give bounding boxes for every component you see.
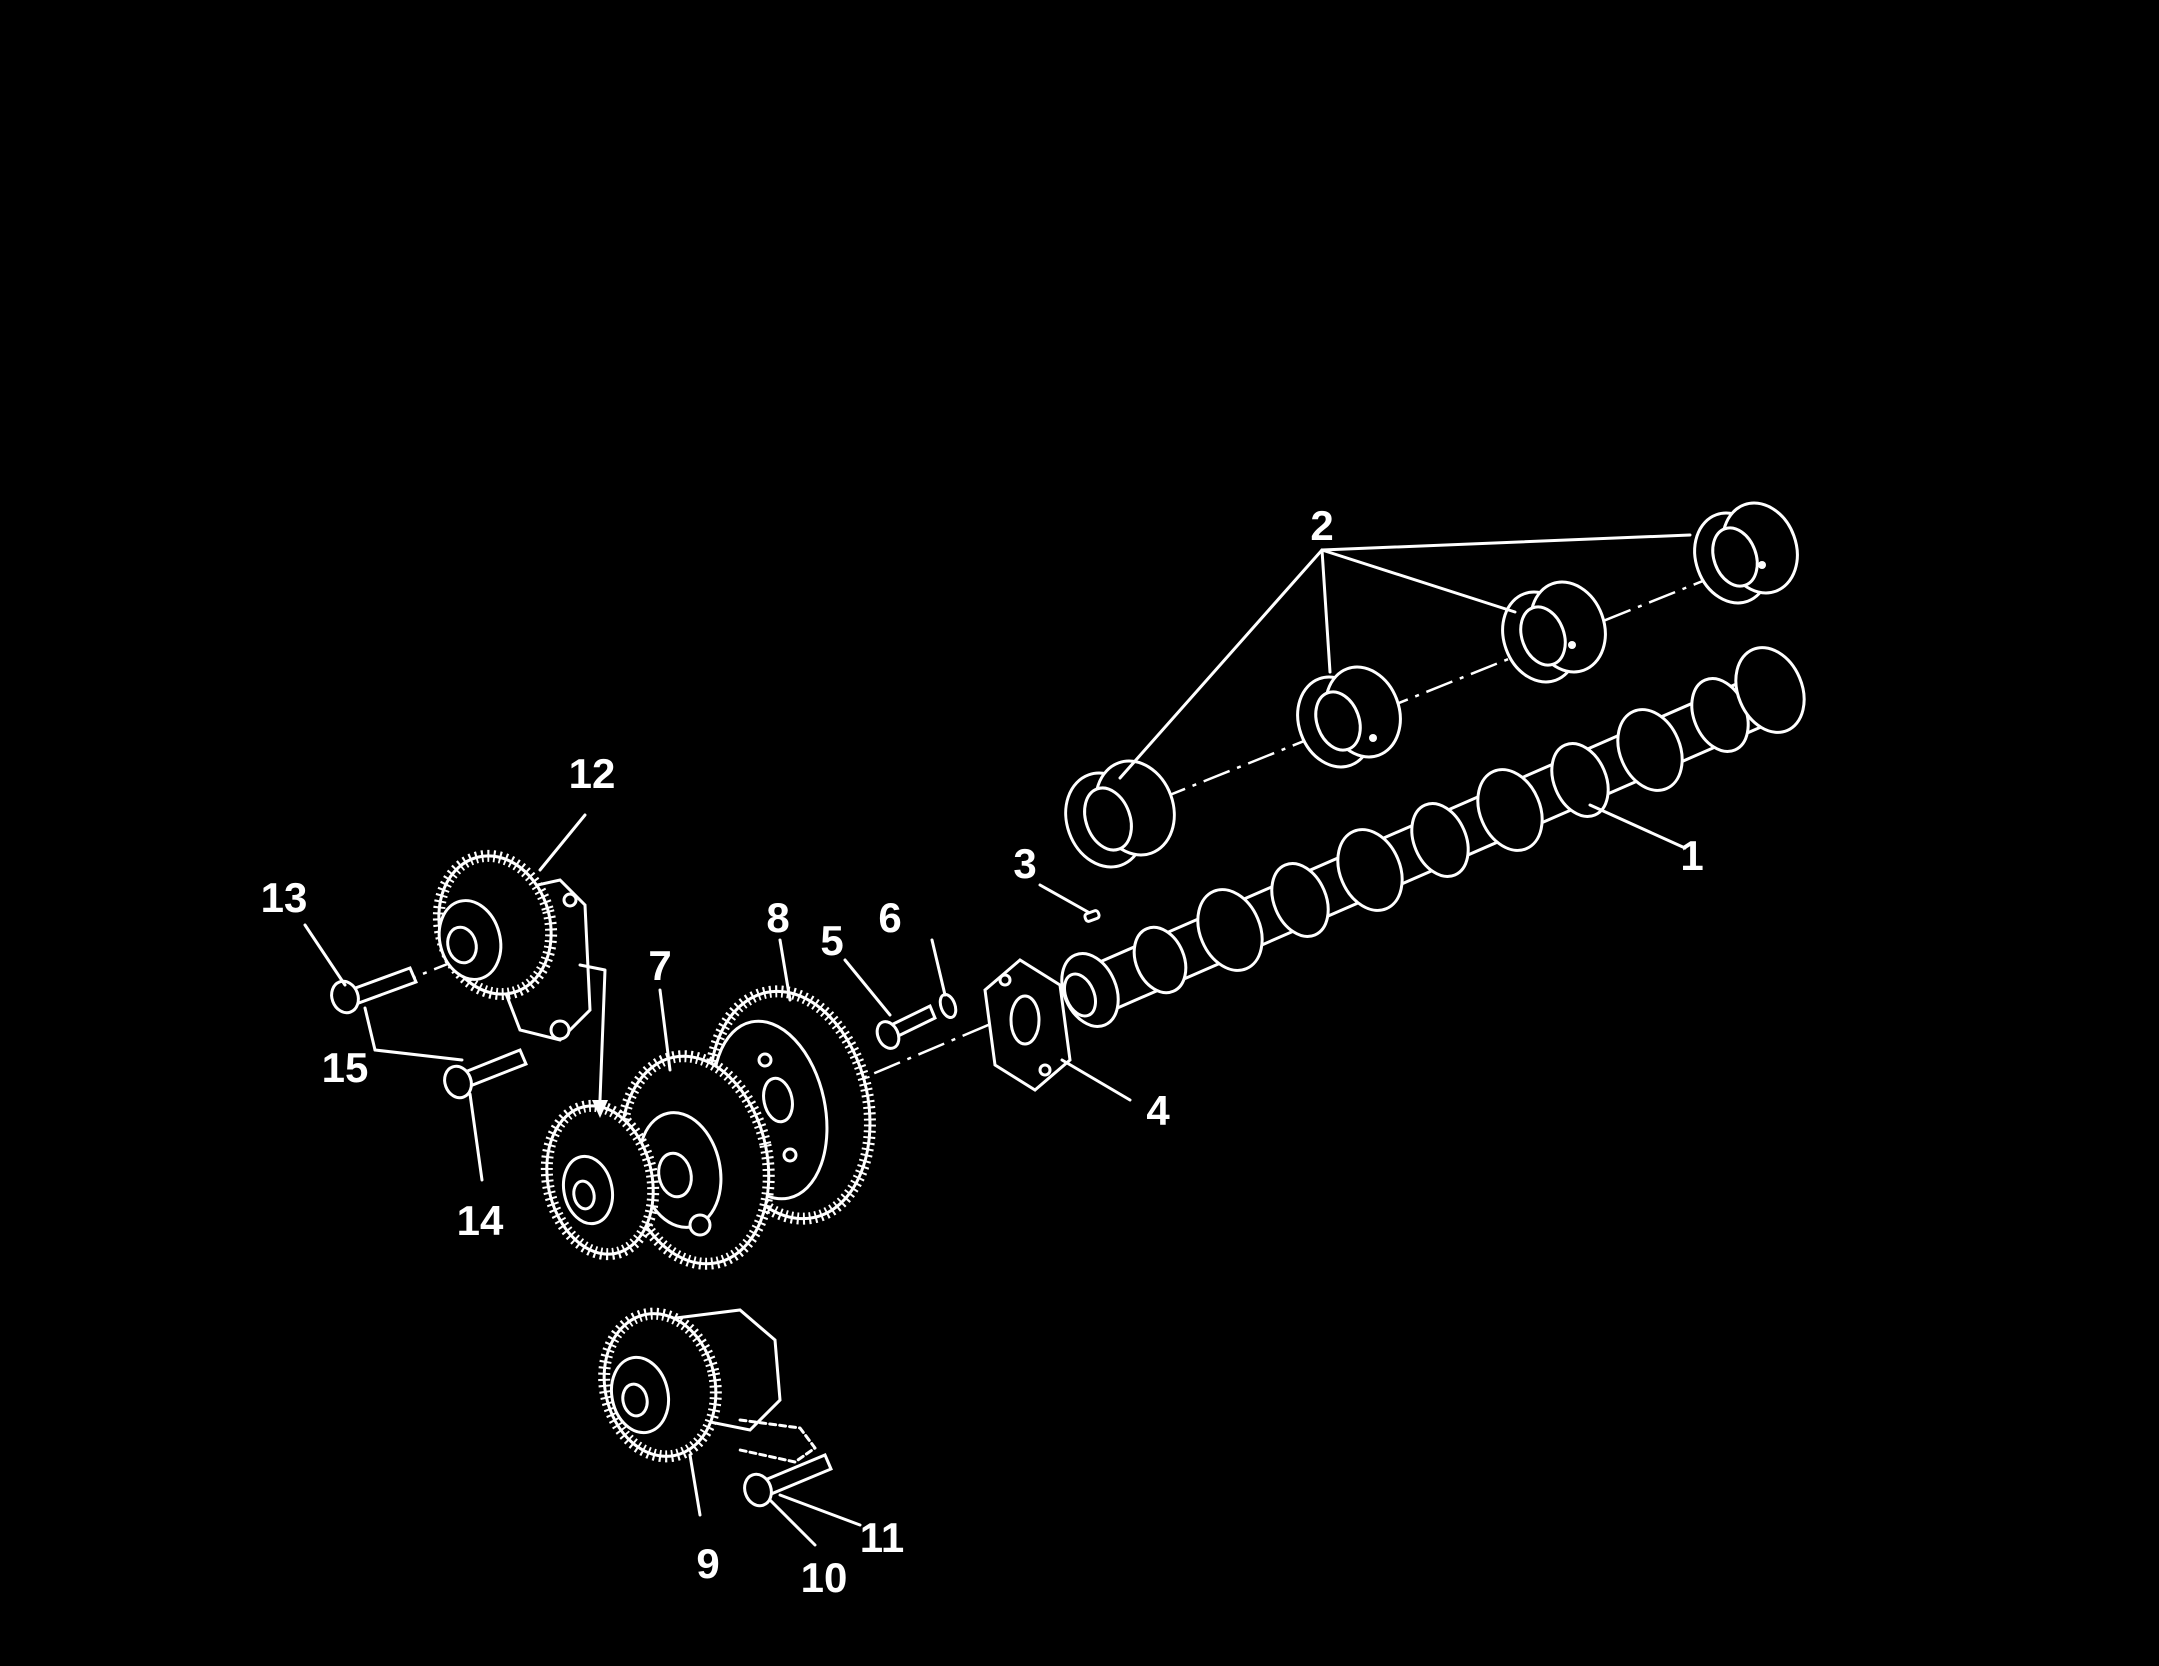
callout-5: 5: [820, 917, 843, 964]
callout-13: 13: [261, 874, 308, 921]
callout-8: 8: [766, 894, 789, 941]
lower-pump-assembly: [598, 1307, 817, 1464]
callout-4: 4: [1146, 1087, 1170, 1134]
upper-pump-assembly: [432, 849, 592, 1042]
bolt-14: [443, 1048, 528, 1100]
callout-15: 15: [322, 1044, 369, 1091]
bolt-10: [743, 1453, 833, 1508]
callout-10: 10: [801, 1554, 848, 1601]
idler-gear: [615, 1050, 775, 1270]
washer-6: [938, 992, 958, 1020]
bearing-1: [1064, 759, 1176, 869]
callout-14: 14: [457, 1197, 504, 1244]
callout-9: 9: [696, 1540, 719, 1587]
camshaft: [1060, 646, 1806, 1028]
drive-gear: [540, 1099, 660, 1261]
callout-12: 12: [569, 750, 616, 797]
callout-11: 11: [860, 1514, 904, 1561]
callout-2: 2: [1310, 502, 1333, 549]
thrust-plate: [983, 958, 1072, 1092]
bearing-3: [1501, 580, 1607, 684]
callouts: 1 2 3 4 5 6 7 8 9 10 11 12 13 14 15: [261, 502, 1704, 1601]
bearing-4: [1693, 501, 1799, 605]
callout-3: 3: [1013, 840, 1036, 887]
bolt-5: [875, 1003, 937, 1050]
callout-6: 6: [878, 894, 901, 941]
camshaft-bearings: [1064, 501, 1799, 869]
callout-1: 1: [1680, 832, 1703, 879]
leader-lines: [303, 533, 1692, 1547]
camshaft-lobes: [1060, 646, 1806, 1028]
callout-7: 7: [648, 942, 671, 989]
bolt-13: [330, 966, 419, 1015]
bearing-2: [1296, 665, 1402, 769]
